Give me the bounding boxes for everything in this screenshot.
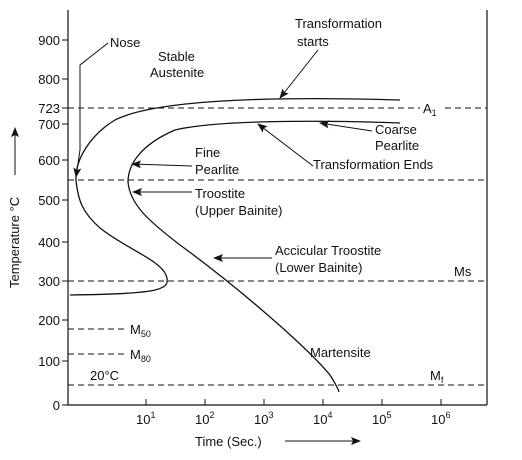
y-tick-label: 900 — [38, 33, 60, 48]
m50-label: M50 — [130, 322, 151, 339]
y-axis-label: Temperature °C — [7, 197, 22, 288]
x-tick-label: 102 — [195, 410, 214, 427]
stable-austenite-label-line2: Austenite — [150, 65, 204, 80]
x-tick-label: 105 — [372, 410, 391, 427]
troostite-label-line2: (Upper Bainite) — [195, 203, 282, 218]
martensite-label: Martensite — [310, 345, 371, 360]
transformation-end-curve — [127, 120, 401, 393]
transformation-ends-arrow — [257, 123, 314, 167]
x-tick-label: 106 — [431, 410, 450, 427]
nose-label: Nose — [110, 35, 140, 50]
accicular-troostite-label-line1: Accicular Troostite — [275, 243, 381, 258]
y-tick-label: 800 — [38, 72, 60, 87]
y-tick-label: 400 — [38, 235, 60, 250]
mf-label: Mf — [430, 368, 444, 385]
x-tick-label: 101 — [136, 410, 155, 427]
y-tick-label: 0 — [53, 398, 60, 413]
y-tick-label: 700 — [38, 117, 60, 132]
stable-austenite-label-line1: Stable — [158, 49, 195, 64]
y-tick-label: 500 — [38, 193, 60, 208]
a1-label: A1 — [423, 101, 437, 118]
transformation-ends-label: Transformation Ends — [313, 157, 434, 172]
x-axis-ticks: 101 102 103 104 105 106 — [136, 399, 450, 427]
transformation-starts-label-line1: Transformation — [295, 16, 382, 31]
fine-pearlite-label-line2: Pearlite — [195, 162, 239, 177]
troostite-label-line1: Troostite — [195, 186, 245, 201]
m80-label: M80 — [130, 347, 151, 364]
coarse-pearlite-label-line2: Pearlite — [375, 138, 419, 153]
fine-pearlite-arrow — [131, 160, 193, 169]
ms-label: Ms — [454, 264, 472, 279]
x-tick-label: 103 — [254, 410, 273, 427]
transformation-starts-arrow — [279, 49, 319, 99]
y-tick-label: 100 — [38, 354, 60, 369]
transformation-starts-label-line2: starts — [297, 34, 329, 49]
nose-leader — [73, 42, 109, 178]
accicular-troostite-label-line2: (Lower Bainite) — [275, 260, 362, 275]
y-tick-label: 600 — [38, 153, 60, 168]
transformation-start-curve — [69, 97, 401, 296]
room-temperature-label: 20°C — [90, 368, 119, 383]
y-tick-label: 723 — [38, 101, 60, 116]
y-tick-label: 200 — [38, 313, 60, 328]
coarse-pearlite-label-line1: Coarse — [375, 122, 417, 137]
fine-pearlite-label-line1: Fine — [195, 145, 220, 160]
y-tick-label: 300 — [38, 274, 60, 289]
x-axis-label: Time (Sec.) — [195, 434, 262, 449]
x-tick-label: 104 — [313, 410, 332, 427]
coarse-pearlite-arrow — [319, 120, 373, 132]
